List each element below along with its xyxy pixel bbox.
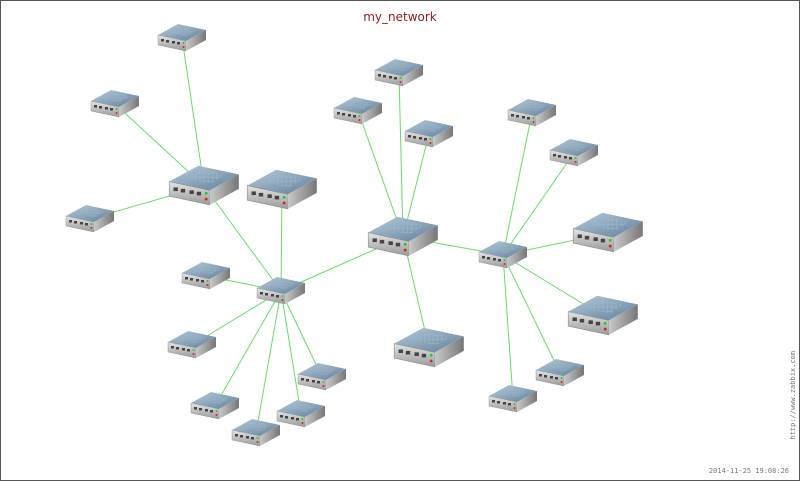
network-device-icon[interactable] xyxy=(231,419,280,447)
network-link xyxy=(214,290,282,407)
network-link xyxy=(502,112,533,256)
map-title: my_network xyxy=(363,10,437,24)
network-device-icon[interactable] xyxy=(567,295,638,336)
network-device-icon[interactable] xyxy=(297,363,346,391)
switch-c-icon[interactable] xyxy=(367,216,438,257)
network-device-icon[interactable] xyxy=(333,97,382,125)
network-link xyxy=(502,152,575,256)
network-link xyxy=(181,37,205,187)
network-device-icon[interactable] xyxy=(90,90,139,118)
network-device-icon[interactable] xyxy=(404,120,453,148)
network-device-icon[interactable] xyxy=(374,59,423,87)
network-device-icon[interactable] xyxy=(246,169,317,210)
switch-b-icon[interactable] xyxy=(256,277,305,305)
network-link xyxy=(280,290,302,415)
network-device-icon[interactable] xyxy=(167,331,216,359)
network-device-icon[interactable] xyxy=(507,99,556,127)
network-device-icon[interactable] xyxy=(65,205,114,233)
network-device-icon[interactable] xyxy=(276,400,325,428)
network-device-icon[interactable] xyxy=(393,327,464,368)
links-layer xyxy=(89,37,609,434)
network-device-icon[interactable] xyxy=(535,359,584,387)
network-link xyxy=(280,290,323,378)
switch-a-icon[interactable] xyxy=(168,165,239,206)
switch-d-icon[interactable] xyxy=(478,241,527,269)
network-link xyxy=(203,185,282,292)
zabbix-watermark: http://www.zabbix.com xyxy=(789,351,797,440)
network-device-icon[interactable] xyxy=(181,262,230,290)
network-device-icon[interactable] xyxy=(190,392,239,420)
network-link xyxy=(398,72,404,238)
network-device-icon[interactable] xyxy=(488,385,537,413)
network-device-icon[interactable] xyxy=(572,212,643,253)
map-timestamp: 2014-11-25 19:08:26 xyxy=(708,467,789,475)
network-link xyxy=(502,254,514,400)
network-device-icon[interactable] xyxy=(549,139,598,167)
network-link xyxy=(502,254,561,374)
network-device-icon[interactable] xyxy=(157,24,206,52)
network-link xyxy=(255,290,282,434)
nodes-layer xyxy=(65,24,643,447)
network-link xyxy=(357,110,404,238)
